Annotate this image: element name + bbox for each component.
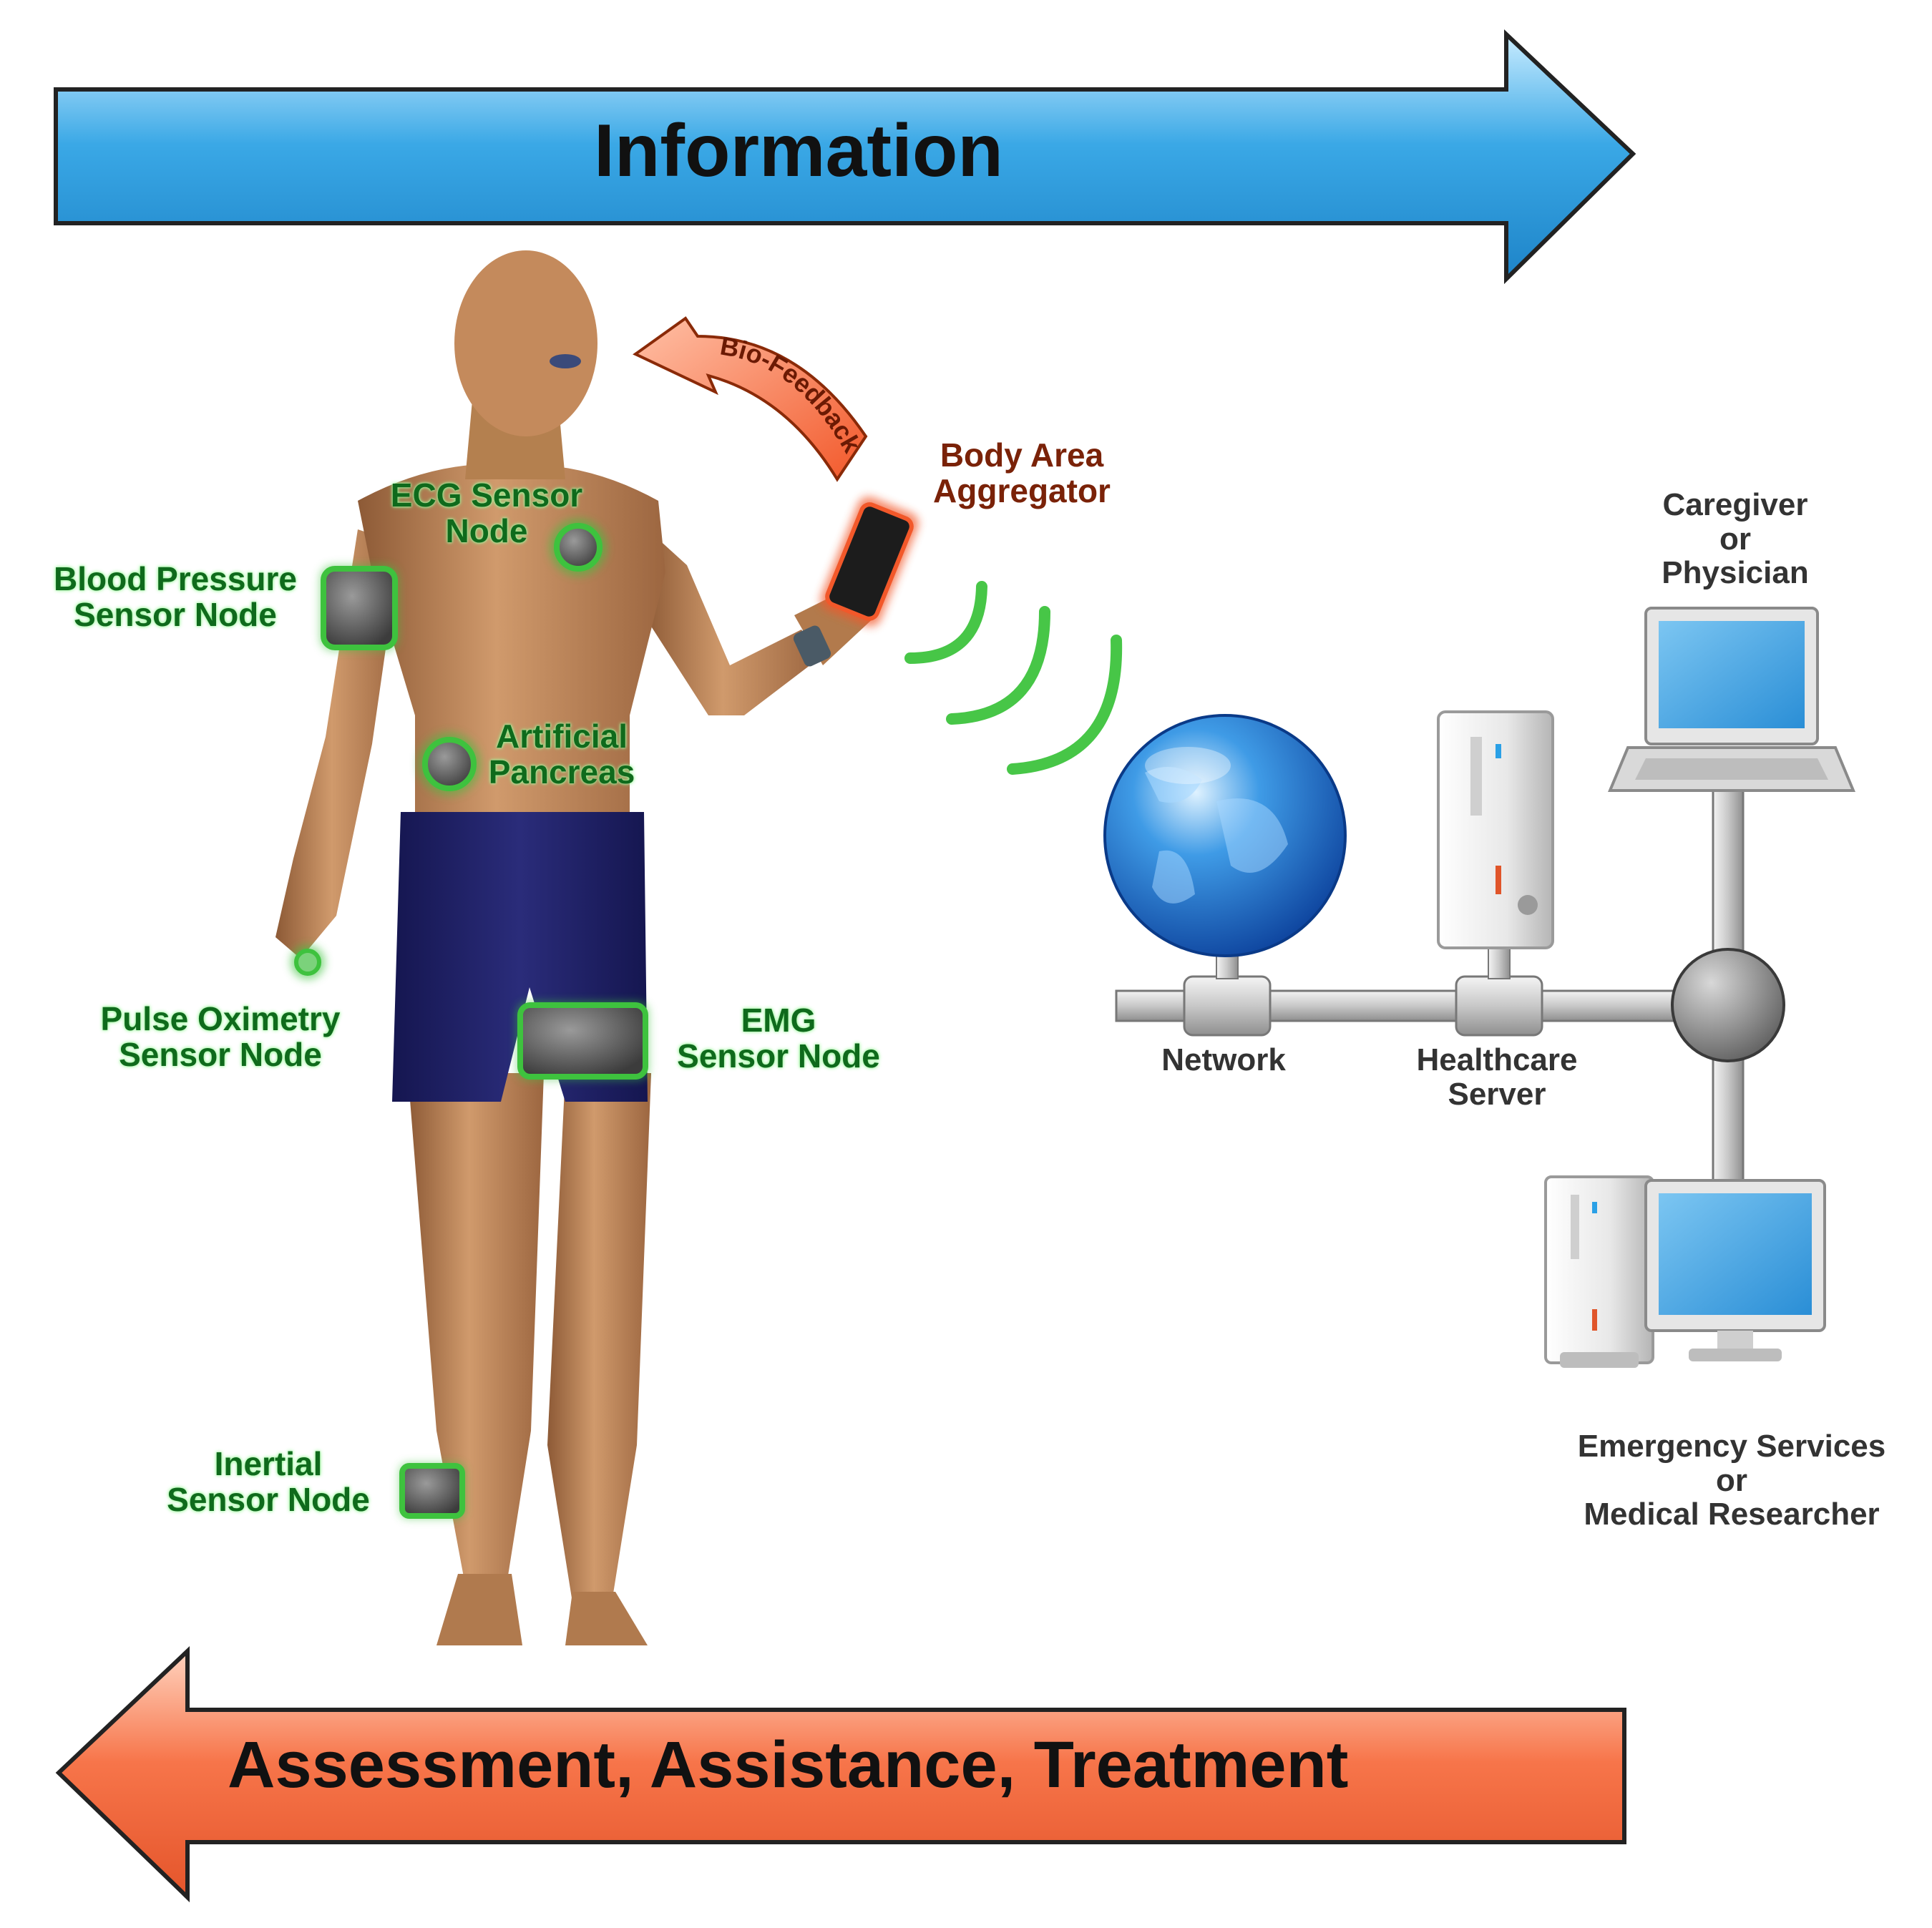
server-label-line-1: Healthcare — [1416, 1042, 1578, 1077]
human-figure — [275, 250, 877, 1645]
emergency-workstation-icon — [1544, 1175, 1826, 1368]
inertial-sensor-band — [399, 1463, 465, 1519]
wrist-band — [793, 625, 831, 667]
pulse-oximetry-label: Pulse Oximetry Sensor Node — [100, 1000, 341, 1073]
wireless-signal-waves — [904, 581, 1123, 775]
aggregator-label-line-1: Body Area — [940, 436, 1104, 474]
assessment-arrow — [55, 1646, 1626, 1903]
emergency-label-line-1: Emergency Services — [1577, 1429, 1886, 1464]
network-label: Network — [1161, 1043, 1286, 1077]
caregiver-label-line-2: or — [1719, 521, 1751, 557]
healthcare-server-icon — [1437, 710, 1554, 949]
assessment-banner-text: Assessment, Assistance, Treatment — [228, 1728, 1349, 1801]
emg-label-line-2: Sensor Node — [677, 1037, 880, 1075]
ecg-label-line-2: Node — [445, 512, 528, 549]
network-label-line-1: Network — [1161, 1042, 1286, 1077]
caregiver-label: Caregiver or Physician — [1662, 488, 1808, 590]
blood-pressure-label-line-1: Blood Pressure — [54, 560, 297, 597]
emg-sensor-band — [517, 1002, 649, 1080]
server-label-line-2: Server — [1448, 1076, 1546, 1112]
artificial-pancreas-node — [418, 733, 481, 796]
caregiver-label-line-1: Caregiver — [1662, 487, 1808, 522]
globe-icon — [1103, 714, 1347, 957]
aggregator-label-line-2: Aggregator — [933, 471, 1111, 509]
pancreas-label-line-1: Artificial — [495, 718, 628, 755]
pancreas-label-line-2: Pancreas — [488, 753, 635, 791]
inertial-sensor-label: Inertial Sensor Node — [167, 1445, 370, 1518]
caregiver-laptop-icon — [1608, 607, 1855, 792]
pulse-oximetry-label-line-1: Pulse Oximetry — [100, 1000, 341, 1037]
body-area-aggregator-phone — [820, 496, 919, 627]
blood-pressure-label-line-2: Sensor Node — [74, 595, 277, 633]
emergency-services-label: Emergency Services or Medical Researcher — [1578, 1429, 1886, 1532]
healthcare-server-label: Healthcare Server — [1416, 1043, 1577, 1111]
emergency-label-line-3: Medical Researcher — [1584, 1497, 1880, 1532]
blood-pressure-cuff — [320, 565, 399, 651]
bio-feedback-arrow: Bio-Feedback — [633, 316, 868, 482]
ecg-sensor-node — [550, 519, 607, 576]
inertial-label-line-2: Sensor Node — [167, 1480, 370, 1518]
ecg-label-line-1: ECG Sensor — [390, 476, 583, 514]
information-banner-text: Information — [594, 109, 1003, 192]
pulse-oximetry-node — [291, 945, 325, 979]
ecg-sensor-label: ECG Sensor Node — [390, 476, 583, 549]
caregiver-label-line-3: Physician — [1662, 555, 1809, 591]
network-hub — [1671, 948, 1785, 1062]
artificial-pancreas-label: Artificial Pancreas — [488, 718, 635, 791]
inertial-label-line-1: Inertial — [214, 1445, 323, 1482]
aggregator-label: Body Area Aggregator — [933, 436, 1111, 509]
pulse-oximetry-label-line-2: Sensor Node — [119, 1035, 322, 1073]
emg-label-line-1: EMG — [741, 1002, 816, 1039]
emergency-label-line-2: or — [1715, 1462, 1747, 1498]
emg-sensor-label: EMG Sensor Node — [677, 1002, 880, 1075]
information-arrow — [54, 29, 1636, 285]
blood-pressure-label: Blood Pressure Sensor Node — [54, 560, 297, 633]
